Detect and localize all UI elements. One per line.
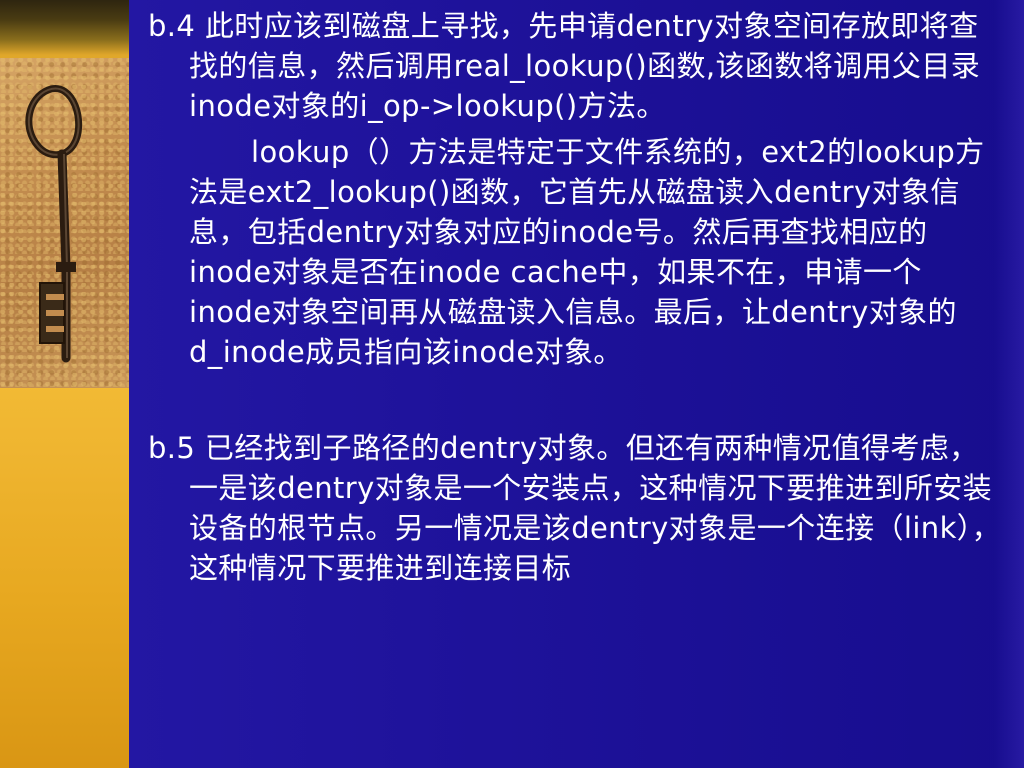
slide-text-area: b.4 此时应该到磁盘上寻找，先申请dentry对象空间存放即将查找的信息，然后… xyxy=(148,6,1004,588)
slide-right-edge xyxy=(994,0,1024,768)
paragraph-b5: b.5 已经找到子路径的dentry对象。但还有两种情况值得考虑，一是该dent… xyxy=(148,431,1002,585)
paragraph-b4: b.4 此时应该到磁盘上寻找，先申请dentry对象空间存放即将查找的信息，然后… xyxy=(148,9,981,123)
key-icon xyxy=(25,85,83,363)
slide-body-background xyxy=(129,0,1024,768)
paragraph-lookup-detail: lookup（）方法是特定于文件系统的，ext2的lookup方法是ext2_l… xyxy=(189,135,985,369)
